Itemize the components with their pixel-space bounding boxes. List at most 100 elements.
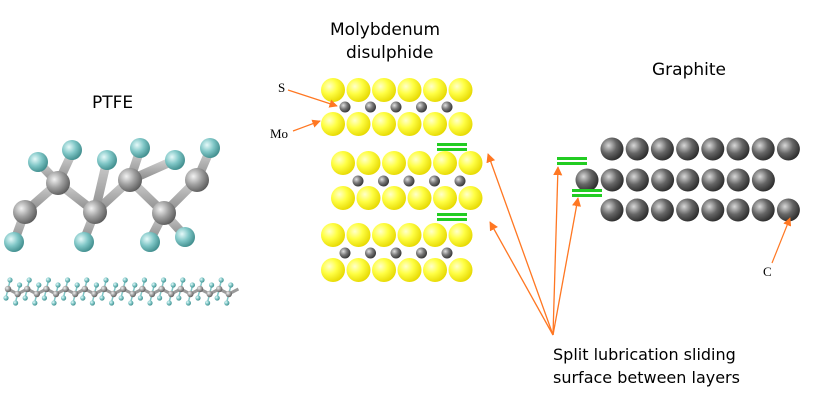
fluorine-atom: [205, 300, 211, 306]
graphite-label: Graphite: [652, 60, 726, 80]
graphite-group: Graphite C: [557, 60, 800, 279]
carbon-atom: [83, 200, 107, 224]
ptfe-polymer-chain: [3, 277, 240, 306]
fluorine-atom: [200, 138, 220, 158]
sulfur-atom: [458, 186, 483, 210]
slip-plane-marker: [557, 162, 587, 165]
slip-plane-marker: [557, 157, 587, 160]
sulfur-atom: [423, 223, 447, 247]
arrow-to-graphite-lower-slip: [552, 197, 582, 336]
carbon-atom: [225, 290, 232, 298]
carbon-atom: [81, 285, 89, 293]
fluorine-atom: [4, 232, 24, 252]
ptfe-carbon-atoms: [13, 168, 209, 225]
sulfur-atom: [372, 258, 396, 282]
carbon-atom: [148, 290, 156, 298]
sulfur-atom: [448, 258, 473, 282]
mos2-label-line1: Molybdenum: [330, 20, 440, 40]
sulfur-atom: [331, 186, 355, 210]
carbon-atom: [139, 285, 146, 293]
fluorine-atom: [147, 300, 153, 306]
ptfe-molecule-model: [4, 138, 220, 252]
fluorine-atom: [130, 138, 150, 158]
molybdenum-atom: [390, 247, 402, 259]
molybdenum-atom: [429, 175, 440, 187]
sulfur-atom: [321, 78, 345, 102]
fluorine-atom: [17, 282, 23, 288]
fluorine-atom: [26, 277, 32, 283]
carbon-atom: [110, 290, 117, 298]
molybdenum-atom: [416, 101, 427, 113]
fluorine-atom: [128, 300, 134, 306]
carbon-atom: [72, 290, 79, 298]
carbon-atom: [46, 171, 70, 195]
fluorine-atom: [176, 295, 182, 301]
carbon-atom: [625, 137, 649, 161]
fluorine-atom: [180, 277, 186, 283]
sulfur-atom: [372, 78, 396, 102]
fluorine-atom: [7, 277, 13, 283]
fluorine-atom: [97, 150, 117, 170]
carbon-atom: [676, 198, 700, 222]
carbon-atom: [185, 168, 209, 192]
fluorine-atom: [70, 300, 76, 306]
sulfur-atom: [382, 186, 406, 210]
fluorine-atom: [51, 300, 57, 306]
carbon-atom: [14, 290, 21, 298]
carbon-atom: [751, 168, 775, 192]
carbon-atom: [726, 137, 750, 161]
caption-line1: Split lubrication sliding: [553, 345, 736, 364]
mos2-lattice: [321, 78, 483, 282]
carbon-atom: [100, 285, 108, 293]
mos2-label-line2: disulphide: [346, 43, 433, 63]
carbon-atom: [726, 168, 750, 192]
fluorine-atom: [122, 277, 128, 283]
sulfur-atom: [423, 78, 447, 102]
carbon-atom: [91, 290, 98, 298]
carbon-atom: [650, 198, 674, 222]
sulfur-atom: [321, 223, 345, 247]
fluorine-atom: [74, 232, 94, 252]
carbon-atom: [726, 198, 750, 222]
fluorine-atom: [161, 277, 167, 283]
molybdenum-atom: [416, 247, 427, 259]
carbon-atom: [52, 290, 60, 298]
carbon-atom: [13, 200, 37, 224]
arrow-to-mos2-lower-slip: [489, 221, 554, 336]
molybdenum-atom: [454, 175, 466, 187]
molybdenum-atom: [352, 175, 364, 187]
fluorine-atom: [228, 282, 234, 288]
fluorine-atom: [28, 152, 48, 172]
sulfur-atom: [448, 112, 473, 136]
carbon-atom: [62, 285, 69, 293]
fluorine-atom: [113, 282, 119, 288]
sulfur-atom: [356, 186, 381, 210]
caption-line2: surface between layers: [553, 368, 740, 387]
molybdenum-label: Mo: [270, 126, 288, 141]
carbon-atom: [129, 290, 136, 298]
carbon-atom: [776, 137, 800, 161]
molybdenum-atom: [339, 101, 351, 113]
fluorine-atom: [93, 282, 99, 288]
carbon-pointer-arrow: [771, 217, 792, 264]
fluorine-atom: [141, 277, 147, 283]
sulfur-atom: [321, 112, 345, 136]
carbon-atom: [651, 168, 675, 192]
molybdenum-atom: [378, 175, 389, 187]
carbon-atom: [152, 201, 176, 225]
fluorine-atom: [166, 300, 172, 306]
fluorine-atom: [109, 300, 115, 306]
fluorine-atom: [84, 277, 90, 283]
fluorine-atom: [118, 295, 124, 301]
slip-plane-marker: [437, 218, 467, 221]
fluorine-atom: [74, 282, 80, 288]
fluorine-atom: [80, 295, 86, 301]
fluorine-atom: [22, 295, 28, 301]
carbon-atom: [187, 290, 194, 298]
fluorine-atoms: [4, 138, 220, 252]
fluorine-atom: [13, 300, 19, 306]
fluorine-atom: [170, 282, 176, 288]
fluorine-atom: [55, 282, 61, 288]
fluorine-atom: [140, 232, 160, 252]
